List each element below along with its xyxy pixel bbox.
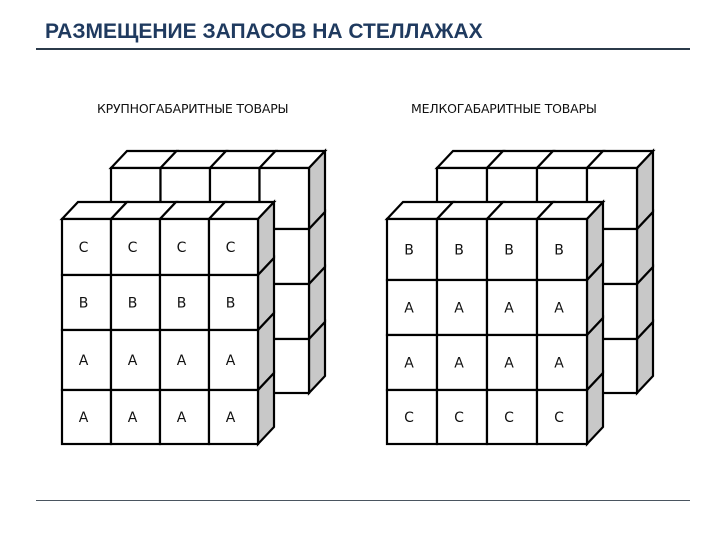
cell-class-label: B bbox=[404, 243, 414, 259]
cell-class-label: C bbox=[454, 410, 464, 426]
cell-class-label: A bbox=[226, 353, 236, 369]
rack-front-row: B B B B A A A A A A A A C C C C bbox=[384, 199, 606, 447]
storage-cell: A bbox=[385, 333, 439, 392]
storage-cell: A bbox=[535, 333, 589, 392]
storage-cell: B bbox=[60, 273, 113, 332]
storage-cell: B bbox=[385, 217, 439, 282]
rack-front-row: C C C C B B B B A A A A A A A A bbox=[59, 199, 277, 447]
storage-cell: A bbox=[385, 278, 439, 337]
cell-class-label: A bbox=[404, 356, 414, 372]
storage-cell: A bbox=[158, 328, 211, 392]
cell-class-label: A bbox=[504, 356, 514, 372]
cell-class-label: A bbox=[554, 301, 564, 317]
storage-cell: A bbox=[485, 333, 539, 392]
cell-class-label: A bbox=[177, 410, 187, 426]
storage-cell: A bbox=[435, 333, 489, 392]
storage-cell: A bbox=[109, 328, 162, 392]
footer-divider bbox=[36, 500, 690, 501]
storage-cell: B bbox=[535, 217, 589, 282]
cell-class-label: B bbox=[454, 243, 464, 259]
storage-cell: B bbox=[158, 273, 211, 332]
storage-cell: C bbox=[535, 388, 589, 446]
storage-cell: C bbox=[485, 388, 539, 446]
storage-cell: B bbox=[485, 217, 539, 282]
cell-class-label: B bbox=[226, 296, 236, 312]
storage-cell: A bbox=[435, 278, 489, 337]
cell-class-label: C bbox=[226, 240, 236, 256]
storage-cell: B bbox=[109, 273, 162, 332]
storage-cell: A bbox=[60, 328, 113, 392]
cell-class-label: A bbox=[454, 356, 464, 372]
title-divider bbox=[36, 48, 690, 50]
cell-class-label: A bbox=[504, 301, 514, 317]
cell-class-label: B bbox=[554, 243, 564, 259]
storage-cell: A bbox=[535, 278, 589, 337]
storage-cell: A bbox=[485, 278, 539, 337]
rack-small-goods: B B B B A A A A A A A A C C C C bbox=[384, 148, 656, 447]
cell-class-label: C bbox=[128, 240, 138, 256]
storage-cell: C bbox=[158, 217, 211, 277]
cell-class-label: A bbox=[128, 410, 138, 426]
storage-cell: A bbox=[158, 388, 211, 446]
storage-cell: C bbox=[60, 217, 113, 277]
rack-large-goods: C C C C B B B B A A A A A A A A bbox=[59, 148, 328, 447]
cell-class-label: C bbox=[554, 410, 564, 426]
cell-class-label: C bbox=[504, 410, 514, 426]
storage-cell: A bbox=[207, 388, 260, 446]
cell-class-label: B bbox=[128, 296, 138, 312]
storage-cell: C bbox=[435, 388, 489, 446]
page-title: РАЗМЕЩЕНИЕ ЗАПАСОВ НА СТЕЛЛАЖАХ bbox=[45, 20, 483, 43]
cell-class-label: A bbox=[404, 301, 414, 317]
cell-class-label: A bbox=[454, 301, 464, 317]
rack-title-large-goods: КРУПНОГАБАРИТНЫЕ ТОВАРЫ bbox=[97, 101, 289, 116]
cell-class-label: A bbox=[79, 353, 89, 369]
cell-class-label: C bbox=[177, 240, 187, 256]
cell-class-label: A bbox=[128, 353, 138, 369]
storage-cell: A bbox=[207, 328, 260, 392]
cell-class-label: A bbox=[79, 410, 89, 426]
storage-cell: A bbox=[109, 388, 162, 446]
storage-cell: C bbox=[109, 217, 162, 277]
cell-class-label: B bbox=[79, 296, 89, 312]
cell-class-label: B bbox=[177, 296, 187, 312]
storage-cell: C bbox=[207, 217, 260, 277]
storage-cell: B bbox=[435, 217, 489, 282]
cell-class-label: A bbox=[177, 353, 187, 369]
cell-class-label: A bbox=[554, 356, 564, 372]
storage-cell: C bbox=[385, 388, 439, 446]
rack-title-small-goods: МЕЛКОГАБАРИТНЫЕ ТОВАРЫ bbox=[411, 101, 597, 116]
cell-class-label: C bbox=[79, 240, 89, 256]
cell-class-label: A bbox=[226, 410, 236, 426]
cell-class-label: B bbox=[504, 243, 514, 259]
storage-cell: A bbox=[60, 388, 113, 446]
cell-class-label: C bbox=[404, 410, 414, 426]
storage-cell: B bbox=[207, 273, 260, 332]
